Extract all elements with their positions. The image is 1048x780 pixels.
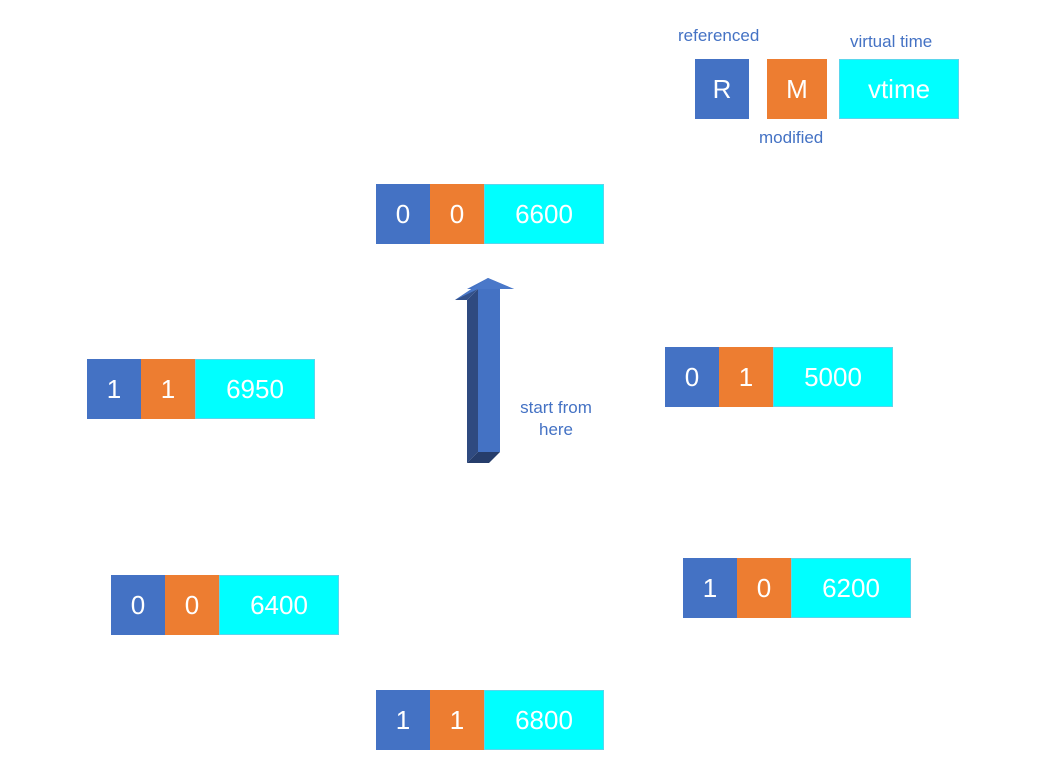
modified-bit: 1	[430, 690, 484, 750]
legend-modified-label: modified	[759, 128, 824, 147]
referenced-bit: 0	[665, 347, 719, 407]
modified-bit: 0	[165, 575, 219, 635]
vtime-value: 6800	[484, 690, 604, 750]
vtime-value: 6950	[195, 359, 315, 419]
page-entry: 1 0 6200	[683, 558, 911, 618]
page-entry: 1 1 6800	[376, 690, 604, 750]
modified-bit: 1	[719, 347, 773, 407]
page-entry: 0 1 5000	[665, 347, 893, 407]
legend-r-cell: R	[695, 59, 749, 119]
here-line: here	[538, 420, 574, 439]
page-entry: 1 1 6950	[87, 359, 315, 419]
legend-vtime-cell: vtime	[839, 59, 959, 119]
page-entry: 0 0 6600	[376, 184, 604, 244]
legend-entry: R M vtime	[695, 59, 959, 119]
arrow-side-face	[467, 289, 478, 463]
legend-vtime-label: virtual time	[850, 32, 933, 51]
vtime-value: 6200	[791, 558, 911, 618]
referenced-bit: 1	[683, 558, 737, 618]
arrow-bottom-face	[467, 452, 500, 463]
arrow-head-front	[455, 278, 514, 300]
referenced-bit: 1	[376, 690, 430, 750]
start-from-line: start from	[520, 398, 592, 417]
vtime-value: 6600	[484, 184, 604, 244]
vtime-value: 6400	[219, 575, 339, 635]
modified-bit: 0	[737, 558, 791, 618]
legend-referenced-label: referenced	[678, 26, 760, 45]
vtime-value: 5000	[773, 347, 893, 407]
legend-m-cell: M	[767, 59, 827, 119]
arrow-front-face	[467, 278, 514, 452]
referenced-bit: 1	[87, 359, 141, 419]
page-entry: 0 0 6400	[111, 575, 339, 635]
start-from-here-label: start from here	[501, 397, 611, 441]
modified-bit: 1	[141, 359, 195, 419]
referenced-bit: 0	[376, 184, 430, 244]
modified-bit: 0	[430, 184, 484, 244]
referenced-bit: 0	[111, 575, 165, 635]
